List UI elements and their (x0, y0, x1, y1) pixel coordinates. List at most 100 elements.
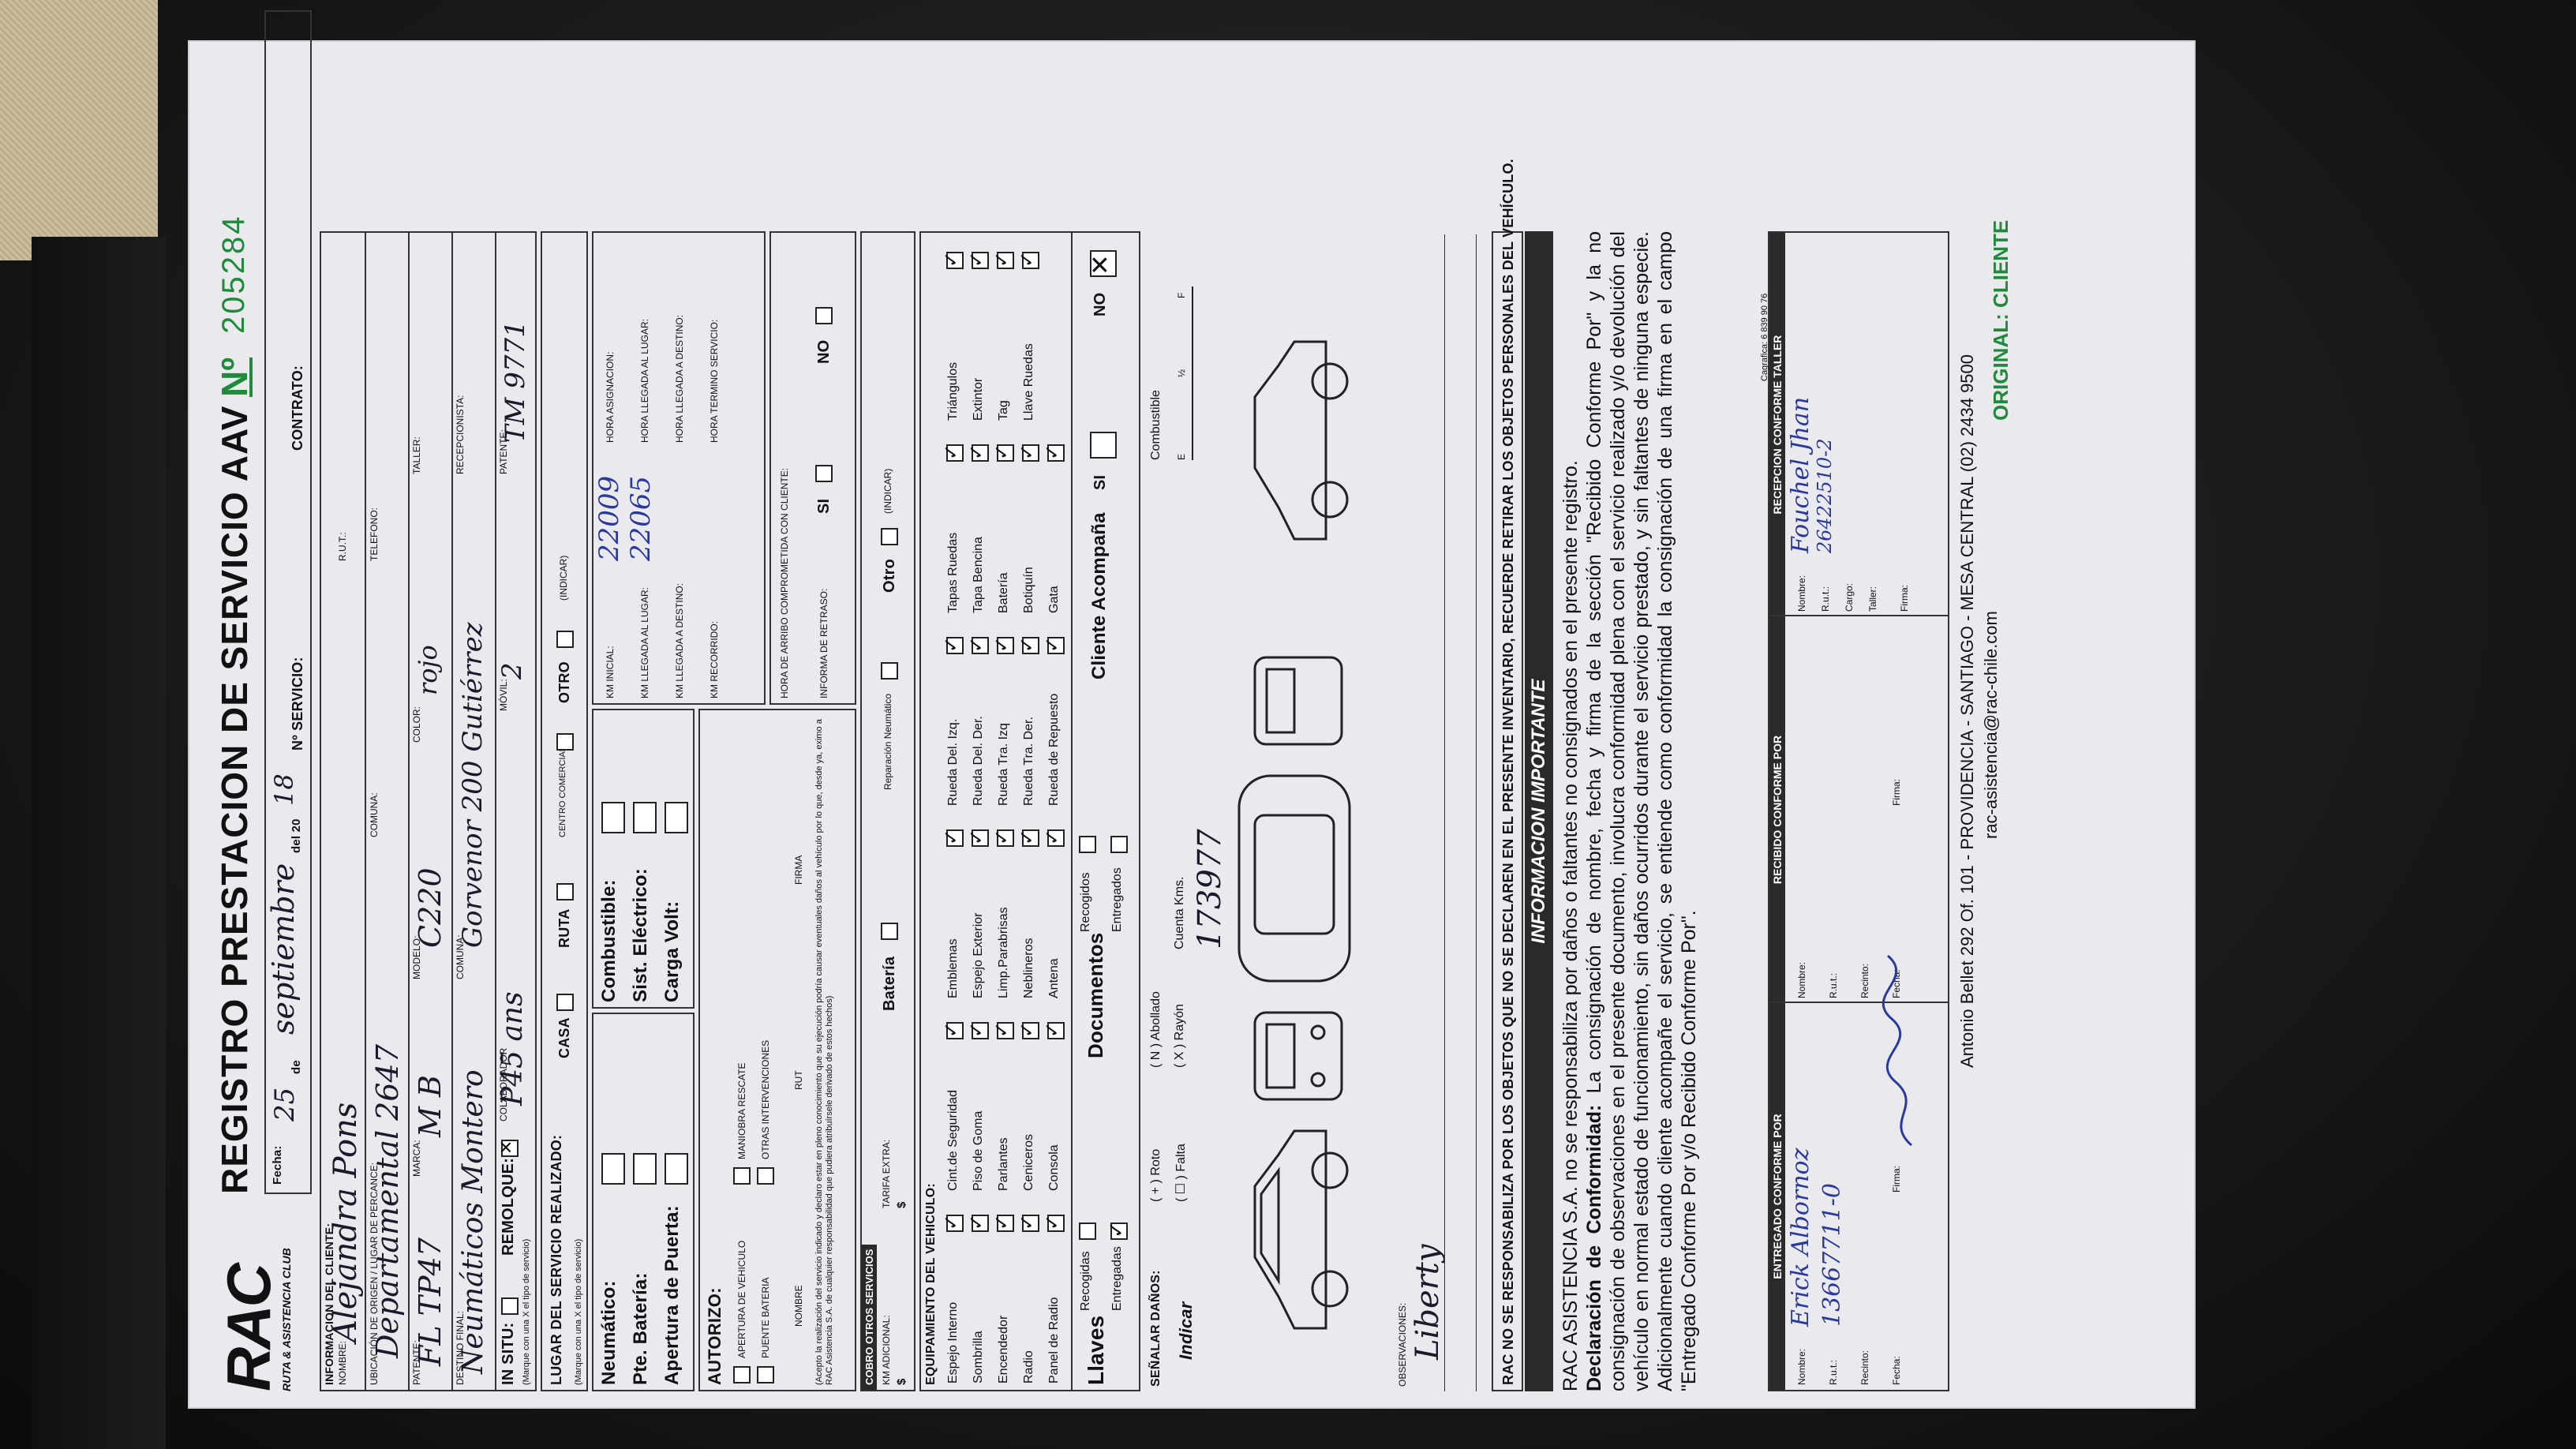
equip-checkbox[interactable]: ✓ (966, 829, 989, 847)
equip-checkbox[interactable]: ✓ (941, 637, 964, 654)
recogidas-checkbox[interactable] (1079, 1222, 1096, 1240)
apertura-veh-checkbox[interactable] (733, 1366, 751, 1383)
maniobra-checkbox[interactable] (733, 1167, 751, 1185)
equip-checkbox[interactable]: ✓ (966, 1215, 989, 1232)
equip-checkbox[interactable]: ✓ (991, 1215, 1014, 1232)
bateria2-label: Batería (881, 956, 898, 1011)
km-recorrido-label: KM RECORRIDO: (709, 620, 720, 698)
no2-checkbox[interactable]: ✕ (1086, 250, 1117, 277)
fecha-year[interactable]: 18 (269, 773, 299, 806)
entregado-rut[interactable]: 13667711-0 (1818, 1183, 1846, 1327)
otro2-checkbox[interactable] (881, 528, 898, 545)
otro-checkbox[interactable] (556, 631, 574, 648)
equip-checkbox[interactable]: ✓ (1042, 637, 1065, 654)
destino-value[interactable]: Neumáticos Montero (457, 1069, 489, 1374)
equip-checkbox[interactable]: ✓ (1042, 444, 1065, 462)
recepcion-cargo-label: Cargo: (1844, 582, 1855, 612)
equip-checkbox[interactable]: ✓ (941, 444, 964, 462)
km-destino-label: KM LLEGADA A DESTINO: (674, 582, 685, 698)
modelo-value[interactable]: C220 (413, 867, 447, 948)
entregado-recinto-label: Recinto: (1859, 1350, 1870, 1385)
comuna2-value[interactable]: Gorvenor 200 Gutiérrez (457, 622, 489, 948)
reparacion-checkbox[interactable] (881, 662, 898, 680)
si2-checkbox[interactable] (1090, 432, 1117, 459)
si-checkbox[interactable] (815, 465, 833, 482)
equip-item: Tapas Ruedas (946, 532, 960, 613)
equip-checkbox[interactable]: ✓ (1017, 444, 1039, 462)
recepcion-label: RECEPCION CONFORME TALLER (1769, 233, 1785, 616)
patente2-value[interactable]: TM 9771 (500, 320, 531, 443)
puente-checkbox[interactable] (757, 1366, 774, 1383)
bateria-box[interactable] (633, 1153, 657, 1185)
equip-item: Tag (997, 400, 1010, 421)
apertura-box[interactable] (665, 1153, 688, 1185)
puente-label: PUENTE BATERIA (760, 1277, 771, 1358)
origen-value[interactable]: Departamental 2647 (370, 1044, 405, 1358)
recepcion-rut[interactable]: 26422510-2 (1814, 438, 1836, 553)
equip-checkbox[interactable]: ✓ (941, 1022, 964, 1039)
equip-checkbox[interactable]: ✓ (1017, 1215, 1039, 1232)
equip-checkbox[interactable]: ✓ (991, 1022, 1014, 1039)
colaborador-value[interactable]: P45 ans (496, 991, 529, 1106)
remolque-checkbox[interactable]: ✕ (496, 1140, 519, 1157)
equip-checkbox[interactable]: ✓ (1042, 829, 1065, 847)
equip-checkbox[interactable]: ✓ (1017, 1022, 1039, 1039)
equip-item: Espejo Exterior (972, 912, 985, 999)
p1: RAC ASISTENCIA S.A. no se responsabiliza… (1559, 460, 1582, 1391)
check-mark-icon: ✓ (966, 1021, 987, 1038)
equip-checkbox[interactable]: ✓ (941, 829, 964, 847)
entregado-nombre[interactable]: Erick Albornoz (1787, 1148, 1814, 1327)
color-value[interactable]: rojo (413, 645, 443, 695)
equip-item: Emblemas (946, 938, 960, 998)
km-inicial-value[interactable]: 22009 (593, 475, 625, 561)
otras-checkbox[interactable] (757, 1167, 774, 1185)
marca-value[interactable]: M B (413, 1075, 447, 1137)
rut2-label: RUT (793, 1070, 804, 1090)
insitu-checkbox[interactable] (501, 1297, 519, 1315)
no-checkbox[interactable] (815, 307, 833, 324)
centro-checkbox[interactable] (556, 733, 574, 751)
combustible-box[interactable] (601, 802, 625, 833)
fuel-f: F (1176, 292, 1187, 298)
bateria2-checkbox[interactable] (881, 923, 898, 940)
equip-checkbox[interactable]: ✓ (966, 252, 989, 269)
ruta-checkbox[interactable] (556, 883, 574, 900)
indicar-label: (INDICAR) (558, 555, 569, 601)
equip-checkbox[interactable]: ✓ (1017, 252, 1039, 269)
equip-checkbox[interactable]: ✓ (941, 252, 964, 269)
casa-checkbox[interactable] (556, 994, 574, 1011)
equip-checkbox[interactable]: ✓ (966, 637, 989, 654)
equip-checkbox[interactable]: ✓ (991, 252, 1014, 269)
equip-checkbox[interactable]: ✓ (966, 1022, 989, 1039)
equip-checkbox[interactable]: ✓ (1017, 637, 1039, 654)
equip-checkbox[interactable]: ✓ (991, 829, 1014, 847)
entregados-checkbox[interactable] (1110, 836, 1128, 853)
electrico-label: Sist. Eléctrico: (630, 868, 651, 1002)
nombre-value[interactable]: Alejandra Pons (328, 1102, 364, 1342)
equip-checkbox[interactable]: ✓ (991, 637, 1014, 654)
recogidos-checkbox[interactable] (1079, 836, 1096, 853)
equip-checkbox[interactable]: ✓ (1017, 829, 1039, 847)
service-form: RAC RUTA & ASISTENCIA CLUB REGISTRO PRES… (188, 10, 2196, 1409)
equip-checkbox[interactable]: ✓ (941, 1215, 964, 1232)
fecha-day[interactable]: 25 (269, 1087, 301, 1121)
imprenta: Cagrafica: 6 839 90 76 (1760, 293, 1769, 381)
equip-checkbox[interactable]: ✓ (1042, 1022, 1065, 1039)
equip-checkbox[interactable]: ✓ (966, 444, 989, 462)
entregadas-checkbox[interactable]: ✓ (1104, 1221, 1128, 1240)
patente-value[interactable]: FL TP47 (413, 1237, 447, 1366)
movil-value[interactable]: 2 (496, 662, 528, 680)
fecha-month[interactable]: septiembre (266, 863, 301, 1035)
equip-item: Limp.Parabrisas (997, 907, 1010, 998)
observaciones-value[interactable]: Liberty (1410, 1244, 1446, 1360)
nombre-label: NOMBRE: (337, 1340, 348, 1385)
insitu-label: IN SITU: (500, 1322, 517, 1385)
carga-box[interactable] (665, 802, 688, 833)
equip-checkbox[interactable]: ✓ (1042, 1215, 1065, 1232)
equip-checkbox[interactable]: ✓ (991, 444, 1014, 462)
electrico-box[interactable] (633, 802, 657, 833)
km-lugar-value[interactable]: 22065 (625, 475, 657, 561)
acepto-text: (Acepto la realización del servicio indi… (814, 719, 834, 1385)
recepcion-nombre[interactable]: Fouchel Jhan (1787, 396, 1814, 553)
neumatico-box[interactable] (601, 1153, 625, 1185)
